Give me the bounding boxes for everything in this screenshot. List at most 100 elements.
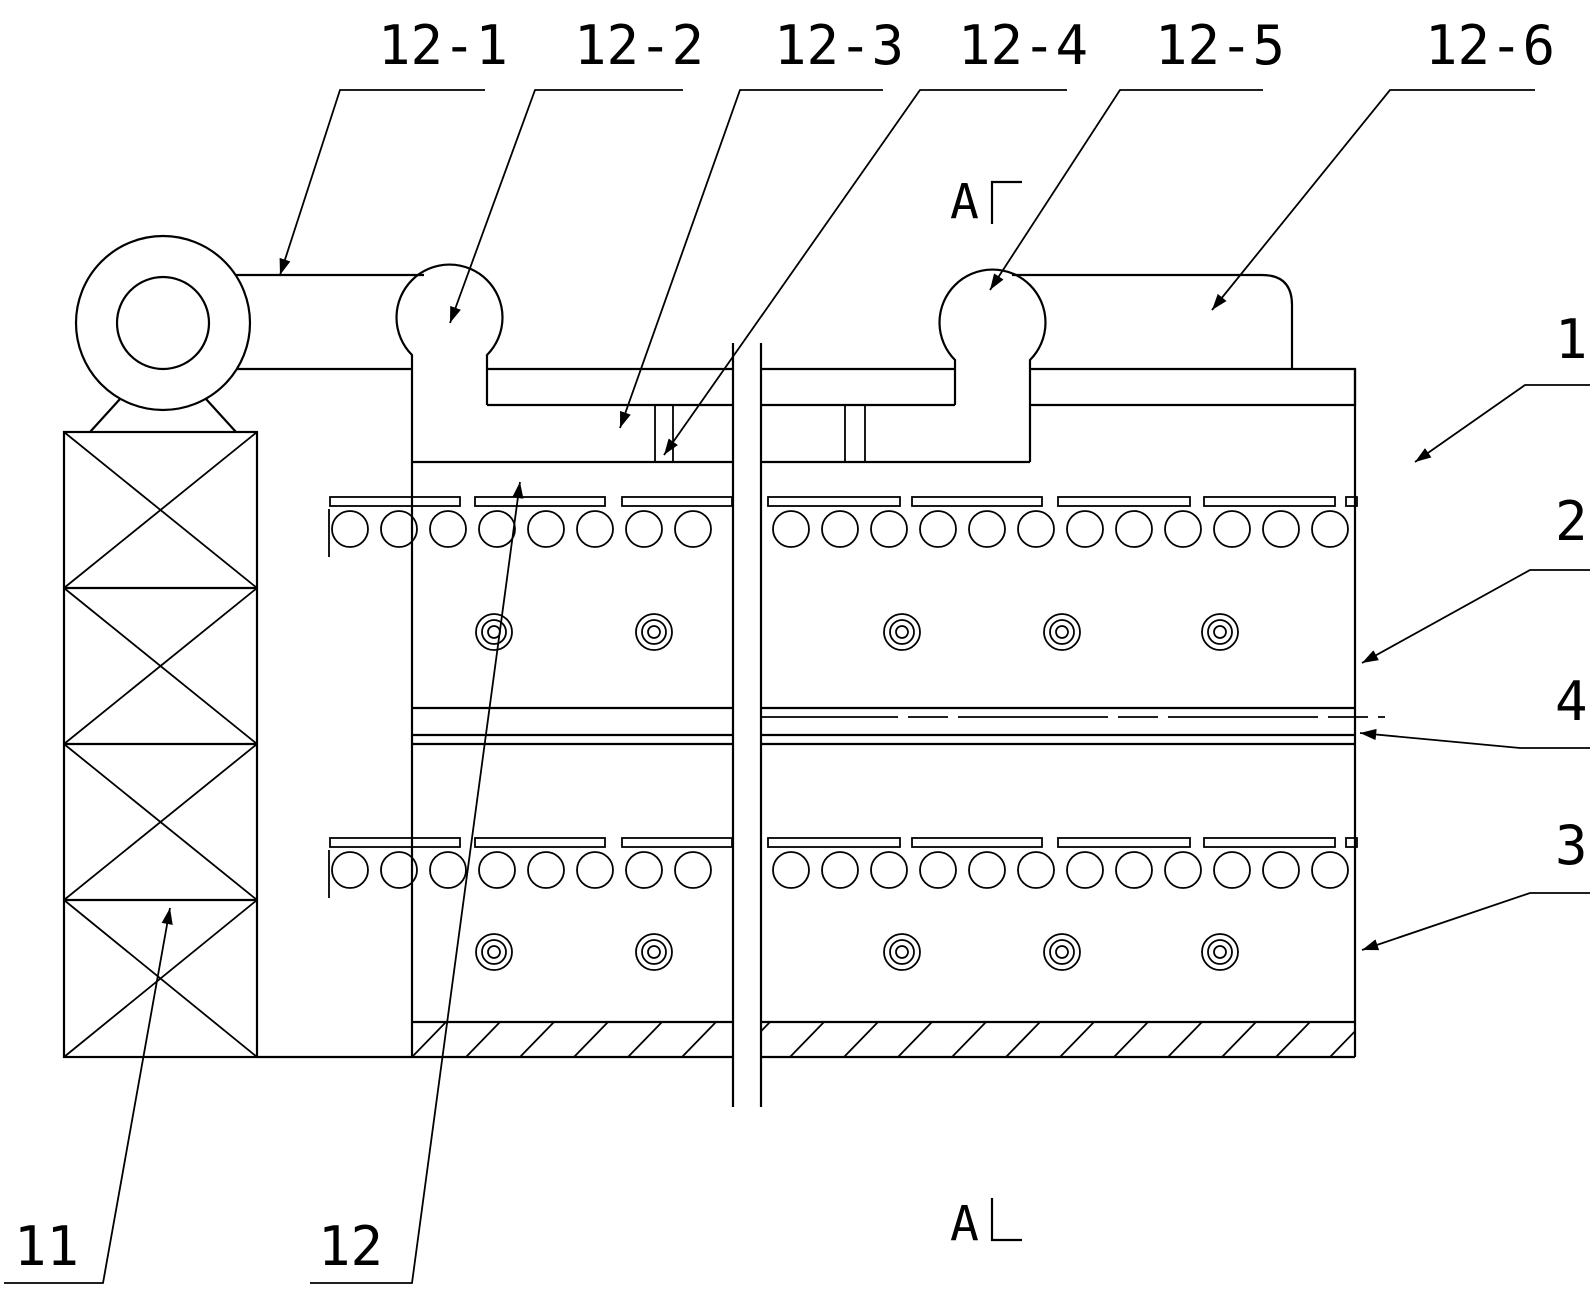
bolt-mid xyxy=(642,940,666,964)
roller-plate xyxy=(622,497,732,506)
roller xyxy=(430,511,466,547)
hatch-line xyxy=(1276,1022,1310,1057)
label-1: 1 xyxy=(1555,308,1588,371)
roller xyxy=(1018,852,1054,888)
section-mark-bottom: A xyxy=(950,1196,1022,1252)
bolt-mid xyxy=(1208,620,1232,644)
roller xyxy=(969,852,1005,888)
roller-plate xyxy=(912,838,1042,847)
roller-plate xyxy=(622,838,732,847)
roller xyxy=(871,852,907,888)
bolt-inner xyxy=(1214,626,1226,638)
hatch-line xyxy=(412,1022,446,1057)
bolt-mid xyxy=(890,940,914,964)
hatch-line xyxy=(1060,1022,1094,1057)
section-letter-top: A xyxy=(950,174,979,230)
roller-plate xyxy=(768,838,900,847)
hatch-line xyxy=(1168,1022,1202,1057)
roller xyxy=(822,511,858,547)
roller xyxy=(871,511,907,547)
pulley-wheel xyxy=(76,236,424,432)
hatch-line xyxy=(790,1022,824,1057)
bolt-inner xyxy=(1056,946,1068,958)
roller-plate xyxy=(1204,838,1335,847)
label-12-2: 12-2 xyxy=(574,14,704,77)
bolt-mid xyxy=(1208,940,1232,964)
roller xyxy=(969,511,1005,547)
hatch-line xyxy=(682,1022,716,1057)
roller xyxy=(1214,852,1250,888)
label-12-1: 12-1 xyxy=(378,14,508,77)
bolt-mid xyxy=(890,620,914,644)
hatch-line xyxy=(952,1022,986,1057)
roller xyxy=(626,852,662,888)
label-12-4: 12-4 xyxy=(958,14,1088,77)
roller xyxy=(577,852,613,888)
bolt-inner xyxy=(1214,946,1226,958)
hatch-line xyxy=(1222,1022,1256,1057)
bolt-inner xyxy=(896,626,908,638)
hatch-line xyxy=(1006,1022,1040,1057)
bolt-mid xyxy=(642,620,666,644)
roller xyxy=(528,511,564,547)
bolt-mid xyxy=(1050,940,1074,964)
roller xyxy=(479,852,515,888)
label-2: 2 xyxy=(1555,490,1588,553)
roller-plate xyxy=(912,497,1042,506)
label-12-3: 12-3 xyxy=(774,14,904,77)
label-12-6: 12-6 xyxy=(1425,14,1555,77)
hatch-line xyxy=(844,1022,878,1057)
bolt-inner xyxy=(488,946,500,958)
section-letter-bottom: A xyxy=(950,1196,979,1252)
roller-plate xyxy=(330,497,460,506)
frame-assembly xyxy=(397,265,1356,462)
roller xyxy=(1263,511,1299,547)
roller xyxy=(1165,511,1201,547)
roller xyxy=(332,852,368,888)
roller xyxy=(675,511,711,547)
roller xyxy=(1116,852,1152,888)
bolt-inner xyxy=(648,626,660,638)
roller xyxy=(1312,852,1348,888)
label-11: 11 xyxy=(14,1215,79,1278)
roller xyxy=(920,852,956,888)
section-mark-top: A xyxy=(950,174,1022,230)
hatch-line xyxy=(466,1022,500,1057)
hatch-line xyxy=(628,1022,662,1057)
bolt-mid xyxy=(482,620,506,644)
base-hatch xyxy=(412,1022,1418,1057)
roller-plate xyxy=(1058,497,1190,506)
bolt-inner xyxy=(896,946,908,958)
bolt-inner xyxy=(648,946,660,958)
roller xyxy=(528,852,564,888)
roller xyxy=(1116,511,1152,547)
hatch-line xyxy=(574,1022,608,1057)
hatch-line xyxy=(1114,1022,1148,1057)
roller-rows xyxy=(329,497,1357,898)
roller xyxy=(920,511,956,547)
roller xyxy=(577,511,613,547)
bolt-inner xyxy=(1056,626,1068,638)
leader-lines xyxy=(4,90,1590,1283)
roller xyxy=(1165,852,1201,888)
roller xyxy=(626,511,662,547)
roller xyxy=(1018,511,1054,547)
label-12-5: 12-5 xyxy=(1155,14,1285,77)
part-labels: 12-1 12-2 12-3 12-4 12-5 12-6 1 2 4 3 11… xyxy=(14,14,1588,1278)
roller xyxy=(1263,852,1299,888)
hatch-line xyxy=(898,1022,932,1057)
tower-structure xyxy=(64,432,412,1057)
roller xyxy=(675,852,711,888)
roller xyxy=(822,852,858,888)
hatch-line xyxy=(1330,1022,1364,1057)
hatch-line xyxy=(1384,1022,1418,1057)
section-cut xyxy=(733,340,761,1110)
label-3: 3 xyxy=(1555,814,1588,877)
roller-plate xyxy=(1204,497,1335,506)
label-4: 4 xyxy=(1555,670,1588,733)
bolt-mid xyxy=(1050,620,1074,644)
roller xyxy=(479,511,515,547)
roller xyxy=(773,511,809,547)
roller-plate xyxy=(1058,838,1190,847)
